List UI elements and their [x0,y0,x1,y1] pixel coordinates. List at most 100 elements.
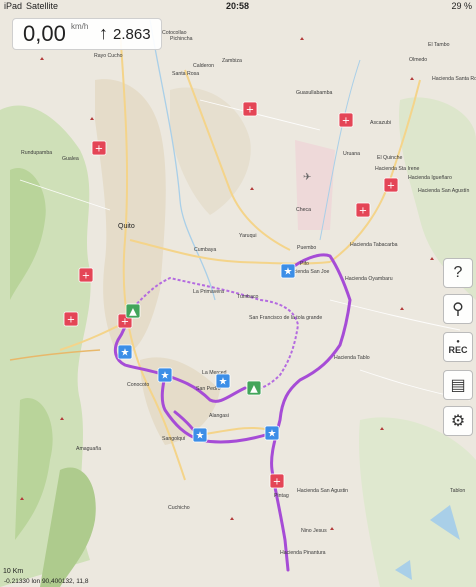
status-time: 20:58 [226,1,250,11]
svg-text:★: ★ [196,431,205,442]
speed-value: 0,00 [23,21,66,46]
svg-text:+: + [387,181,395,192]
map-place-label: Hacienda Tablo [334,355,370,361]
svg-text:+: + [273,477,281,488]
speed-unit: km/h [71,22,89,31]
svg-text:+: + [95,144,103,155]
svg-text:★: ★ [161,371,170,382]
map-place-label: Alangasi [209,413,229,419]
map-place-label: Tumbaco [237,294,259,300]
map-place-label: Amaguaña [76,446,101,452]
scale-bar: 10 Km [3,568,24,575]
rec-label: REC [448,345,468,355]
map-place-label: Guasullabamba [296,90,332,96]
landmark-poi-icon[interactable]: ★ [192,427,208,443]
landmark-poi-icon[interactable]: ★ [280,263,296,279]
hospital-poi-icon[interactable]: + [269,473,285,489]
map-place-label: Hacienda Igueñaro [408,175,452,181]
svg-text:▲: ▲ [129,307,137,318]
hospital-poi-icon[interactable]: + [78,267,94,283]
help-icon: ? [453,264,463,281]
park-poi-icon[interactable]: ▲ [125,303,141,319]
map-place-label: Nino Jesus [301,528,327,534]
svg-text:+: + [359,206,367,217]
map-place-label: Puembo [297,245,316,251]
map-place-label: Hacienda Pinantura [280,550,326,556]
search-button[interactable]: ⚲ [443,294,473,324]
svg-text:★: ★ [121,348,130,359]
altitude-arrow-icon: ↑ [99,23,108,43]
landmark-poi-icon[interactable]: ★ [264,425,280,441]
map-place-label: Gualea [62,156,79,162]
map-place-label: Hacienda San Joe [287,269,330,275]
map-place-label: Cuchicho [168,505,190,511]
landmark-poi-icon[interactable]: ★ [215,373,231,389]
map-place-label: Cotocollao [162,30,187,36]
hospital-poi-icon[interactable]: + [63,311,79,327]
svg-text:+: + [67,315,75,326]
device-label: iPad [4,1,23,11]
map-place-label: Pintag [274,493,289,499]
map-place-label: La Primavera [193,289,224,295]
map-place-label: Sangolqui [162,436,185,442]
map-place-label: Hacienda San Agustin [297,488,348,494]
hospital-poi-icon[interactable]: + [338,112,354,128]
landmark-poi-icon[interactable]: ★ [117,344,133,360]
hospital-poi-icon[interactable]: + [91,140,107,156]
svg-text:+: + [246,105,254,116]
map-place-label: Hacienda Santa Rosa de Cusubamba [432,76,476,82]
svg-text:★: ★ [219,377,228,388]
hospital-poi-icon[interactable]: + [355,202,371,218]
battery-label: 29 % [451,1,472,11]
svg-text:★: ★ [268,429,277,440]
svg-text:✈: ✈ [303,172,311,183]
altitude-value: 2.863 [113,26,151,43]
gear-icon: ⚙ [450,413,466,430]
svg-text:+: + [82,271,90,282]
map-place-label: San Francisco de la tola grande [249,315,322,321]
map-place-label: Zambiza [222,58,242,64]
map-place-label: Tablon [450,488,465,494]
map-place-label: Rayo Cucho [94,53,123,59]
map-place-label: Pichincha [170,36,193,42]
map-place-label: Hacienda Oyambaru [345,276,393,282]
layers-button[interactable]: ▤ [443,370,473,400]
map-place-label: Pifo [300,261,309,267]
map-place-label: El Quinche [377,155,402,161]
map-place-label: Rundupamba [21,150,52,156]
help-button[interactable]: ? [443,258,473,288]
search-icon: ⚲ [452,301,464,318]
hospital-poi-icon[interactable]: + [383,177,399,193]
folder-icon: ▤ [450,377,466,394]
map-place-label: El Tambo [428,42,450,48]
svg-text:+: + [342,116,350,127]
coordinates-readout: -0.21330 lon 90,400132, 11,8 [4,578,89,585]
map-place-label: Cumbaya [194,247,216,253]
status-bar: iPad Satellite 20:58 29 % [0,0,476,12]
svg-text:★: ★ [284,267,293,278]
map-place-label: Checa [296,207,311,213]
settings-button[interactable]: ⚙ [443,406,473,436]
rec-button[interactable]: ● REC [443,332,473,362]
map-place-label: Uruana [343,151,360,157]
map-place-label: Santa Rosa [172,71,199,77]
map-place-label: Quito [118,223,135,230]
landmark-poi-icon[interactable]: ★ [157,367,173,383]
map-place-label: Calderon [193,63,214,69]
hospital-poi-icon[interactable]: + [242,101,258,117]
park-poi-icon[interactable]: ▲ [246,380,262,396]
map-place-label: Conocoto [127,382,149,388]
carrier-label: Satellite [26,1,59,11]
map-place-label: Ascazubi [370,120,391,126]
map-place-label: Yaruqui [239,233,257,239]
map-place-label: Hacienda San Agustín [418,188,469,194]
map-place-label: Hacienda Sta Irene [375,166,420,172]
map-place-label: Olmedo [409,57,427,63]
svg-text:+: + [121,317,129,328]
svg-text:▲: ▲ [250,384,258,395]
map-place-label: San Pedro [196,386,221,392]
map-place-label: Hacienda Tabacarba [350,242,398,248]
record-dot-icon: ● [456,339,460,345]
speed-altitude-panel[interactable]: 0,00 km/h ↑ 2.863 [12,18,162,50]
